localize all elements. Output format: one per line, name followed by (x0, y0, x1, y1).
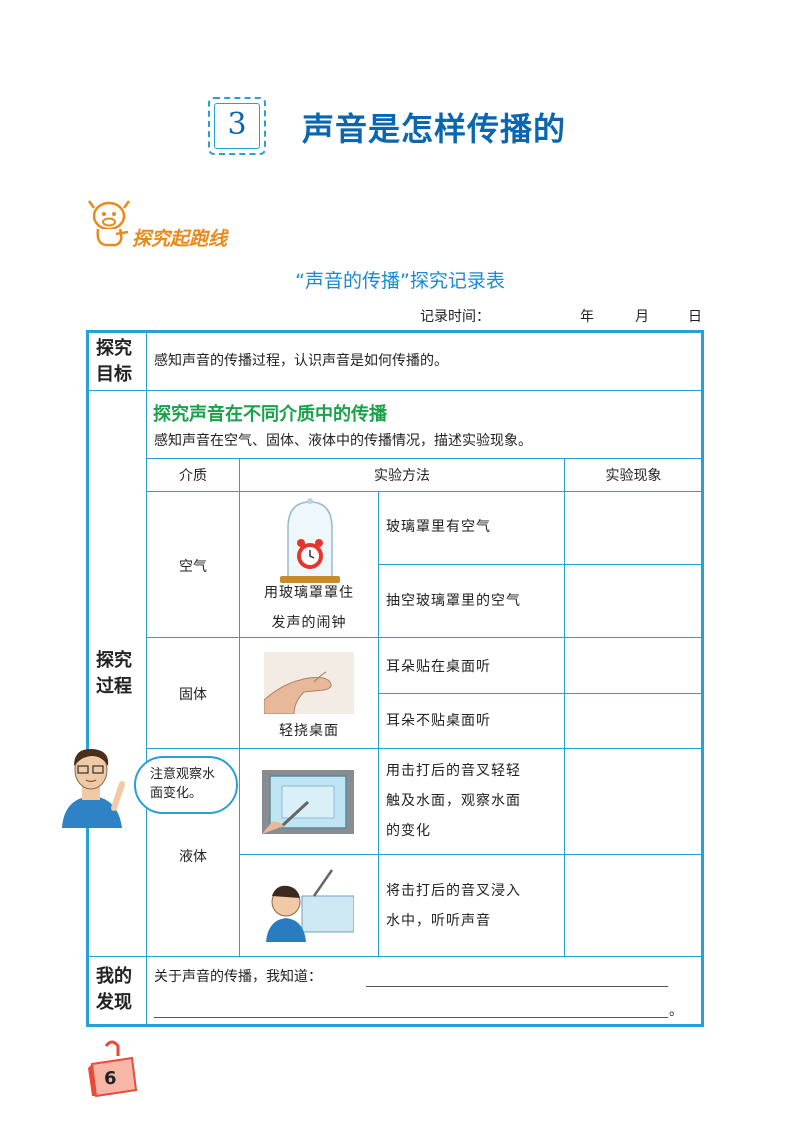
record-month-label: 月 (635, 309, 649, 325)
record-year-label: 年 (580, 309, 594, 325)
record-day-label: 日 (688, 309, 702, 325)
solid-method-2: 耳朵不贴桌面听 (386, 713, 491, 729)
table-divider (378, 491, 379, 956)
finding-heading-line2: 发现 (96, 992, 132, 1013)
liquid-method-1-line1: 用击打后的音叉轻轻 (386, 763, 521, 779)
liquid-method-2-line2: 水中，听听声音 (386, 913, 491, 929)
bubble-line2: 面变化。 (150, 786, 203, 801)
speech-bubble: 注意观察水 面变化。 (134, 756, 238, 814)
process-heading-line2: 过程 (96, 676, 132, 697)
chapter-title: 声音是怎样传播的 (302, 110, 567, 148)
bell-jar-alarm-clock-icon (280, 498, 340, 583)
process-heading: 探究 过程 (96, 648, 132, 700)
table-divider (378, 693, 702, 694)
table-divider (564, 458, 565, 956)
record-table (86, 330, 704, 1027)
teacher-illustration (62, 748, 125, 828)
table-divider (146, 331, 147, 1025)
liquid-method-2: 将击打后的音叉浸入 水中，听听声音 (386, 876, 521, 936)
table-divider (147, 748, 702, 749)
finding-prompt: 关于声音的传播，我知道： (154, 969, 322, 985)
medium-liquid: 液体 (179, 849, 207, 865)
tuning-fork-water-icon (262, 770, 354, 834)
column-header-medium: 介质 (179, 468, 207, 484)
air-method-2: 抽空玻璃罩里的空气 (386, 593, 521, 609)
medium-air: 空气 (179, 559, 207, 575)
goal-heading-line2: 目标 (96, 364, 132, 385)
table-title: “声音的传播”探究记录表 (295, 270, 505, 292)
scratching-desk-hand-icon (264, 652, 354, 714)
medium-solid: 固体 (179, 687, 207, 703)
chapter-number: 3 (227, 107, 247, 142)
bubble-line1: 注意观察水 (150, 767, 216, 782)
liquid-method-2-line1: 将击打后的音叉浸入 (386, 883, 521, 899)
answer-line-1[interactable] (366, 986, 668, 987)
goal-heading-line1: 探究 (96, 338, 132, 359)
process-description: 感知声音在空气、固体、液体中的传播情况，描述实验现象。 (154, 433, 532, 449)
process-heading-line1: 探究 (96, 650, 132, 671)
table-divider (88, 390, 702, 391)
page-number: 6 (104, 1068, 117, 1089)
air-image-caption: 用玻璃罩罩住 发声的闹钟 (240, 578, 378, 638)
boy-listening-water-icon (262, 866, 354, 942)
finding-heading-line1: 我的 (96, 966, 132, 987)
cow-mascot-icon (87, 200, 131, 247)
column-header-method: 实验方法 (374, 468, 430, 484)
column-header-phenomenon: 实验现象 (605, 468, 662, 484)
liquid-method-1-line2: 触及水面，观察水面 (386, 793, 521, 809)
air-caption-line2: 发声的闹钟 (271, 615, 347, 631)
record-time-label: 记录时间： (420, 309, 490, 325)
goal-heading: 探究 目标 (96, 336, 132, 388)
page-number-badge-icon (88, 1040, 138, 1098)
goal-text: 感知声音的传播过程，认识声音是如何传播的。 (154, 353, 448, 369)
finding-end-mark: 。 (669, 1003, 683, 1019)
table-divider (147, 491, 702, 492)
chapter-number-frame (208, 97, 266, 155)
table-divider (147, 458, 702, 459)
table-divider (239, 458, 240, 956)
section-label: 探究起跑线 (132, 228, 228, 250)
table-divider (378, 564, 702, 565)
solid-image-caption: 轻挠桌面 (279, 723, 339, 739)
liquid-method-1: 用击打后的音叉轻轻 触及水面，观察水面 的变化 (386, 756, 521, 846)
answer-line-2[interactable] (154, 1017, 668, 1018)
solid-method-1: 耳朵贴在桌面听 (386, 659, 491, 675)
table-divider (147, 637, 702, 638)
table-divider (240, 854, 702, 855)
air-method-1: 玻璃罩里有空气 (386, 519, 491, 535)
liquid-method-1-line3: 的变化 (386, 823, 431, 839)
air-caption-line1: 用玻璃罩罩住 (264, 585, 354, 601)
process-subtitle: 探究声音在不同介质中的传播 (153, 404, 387, 425)
table-divider (88, 956, 702, 957)
finding-heading: 我的 发现 (96, 964, 132, 1016)
